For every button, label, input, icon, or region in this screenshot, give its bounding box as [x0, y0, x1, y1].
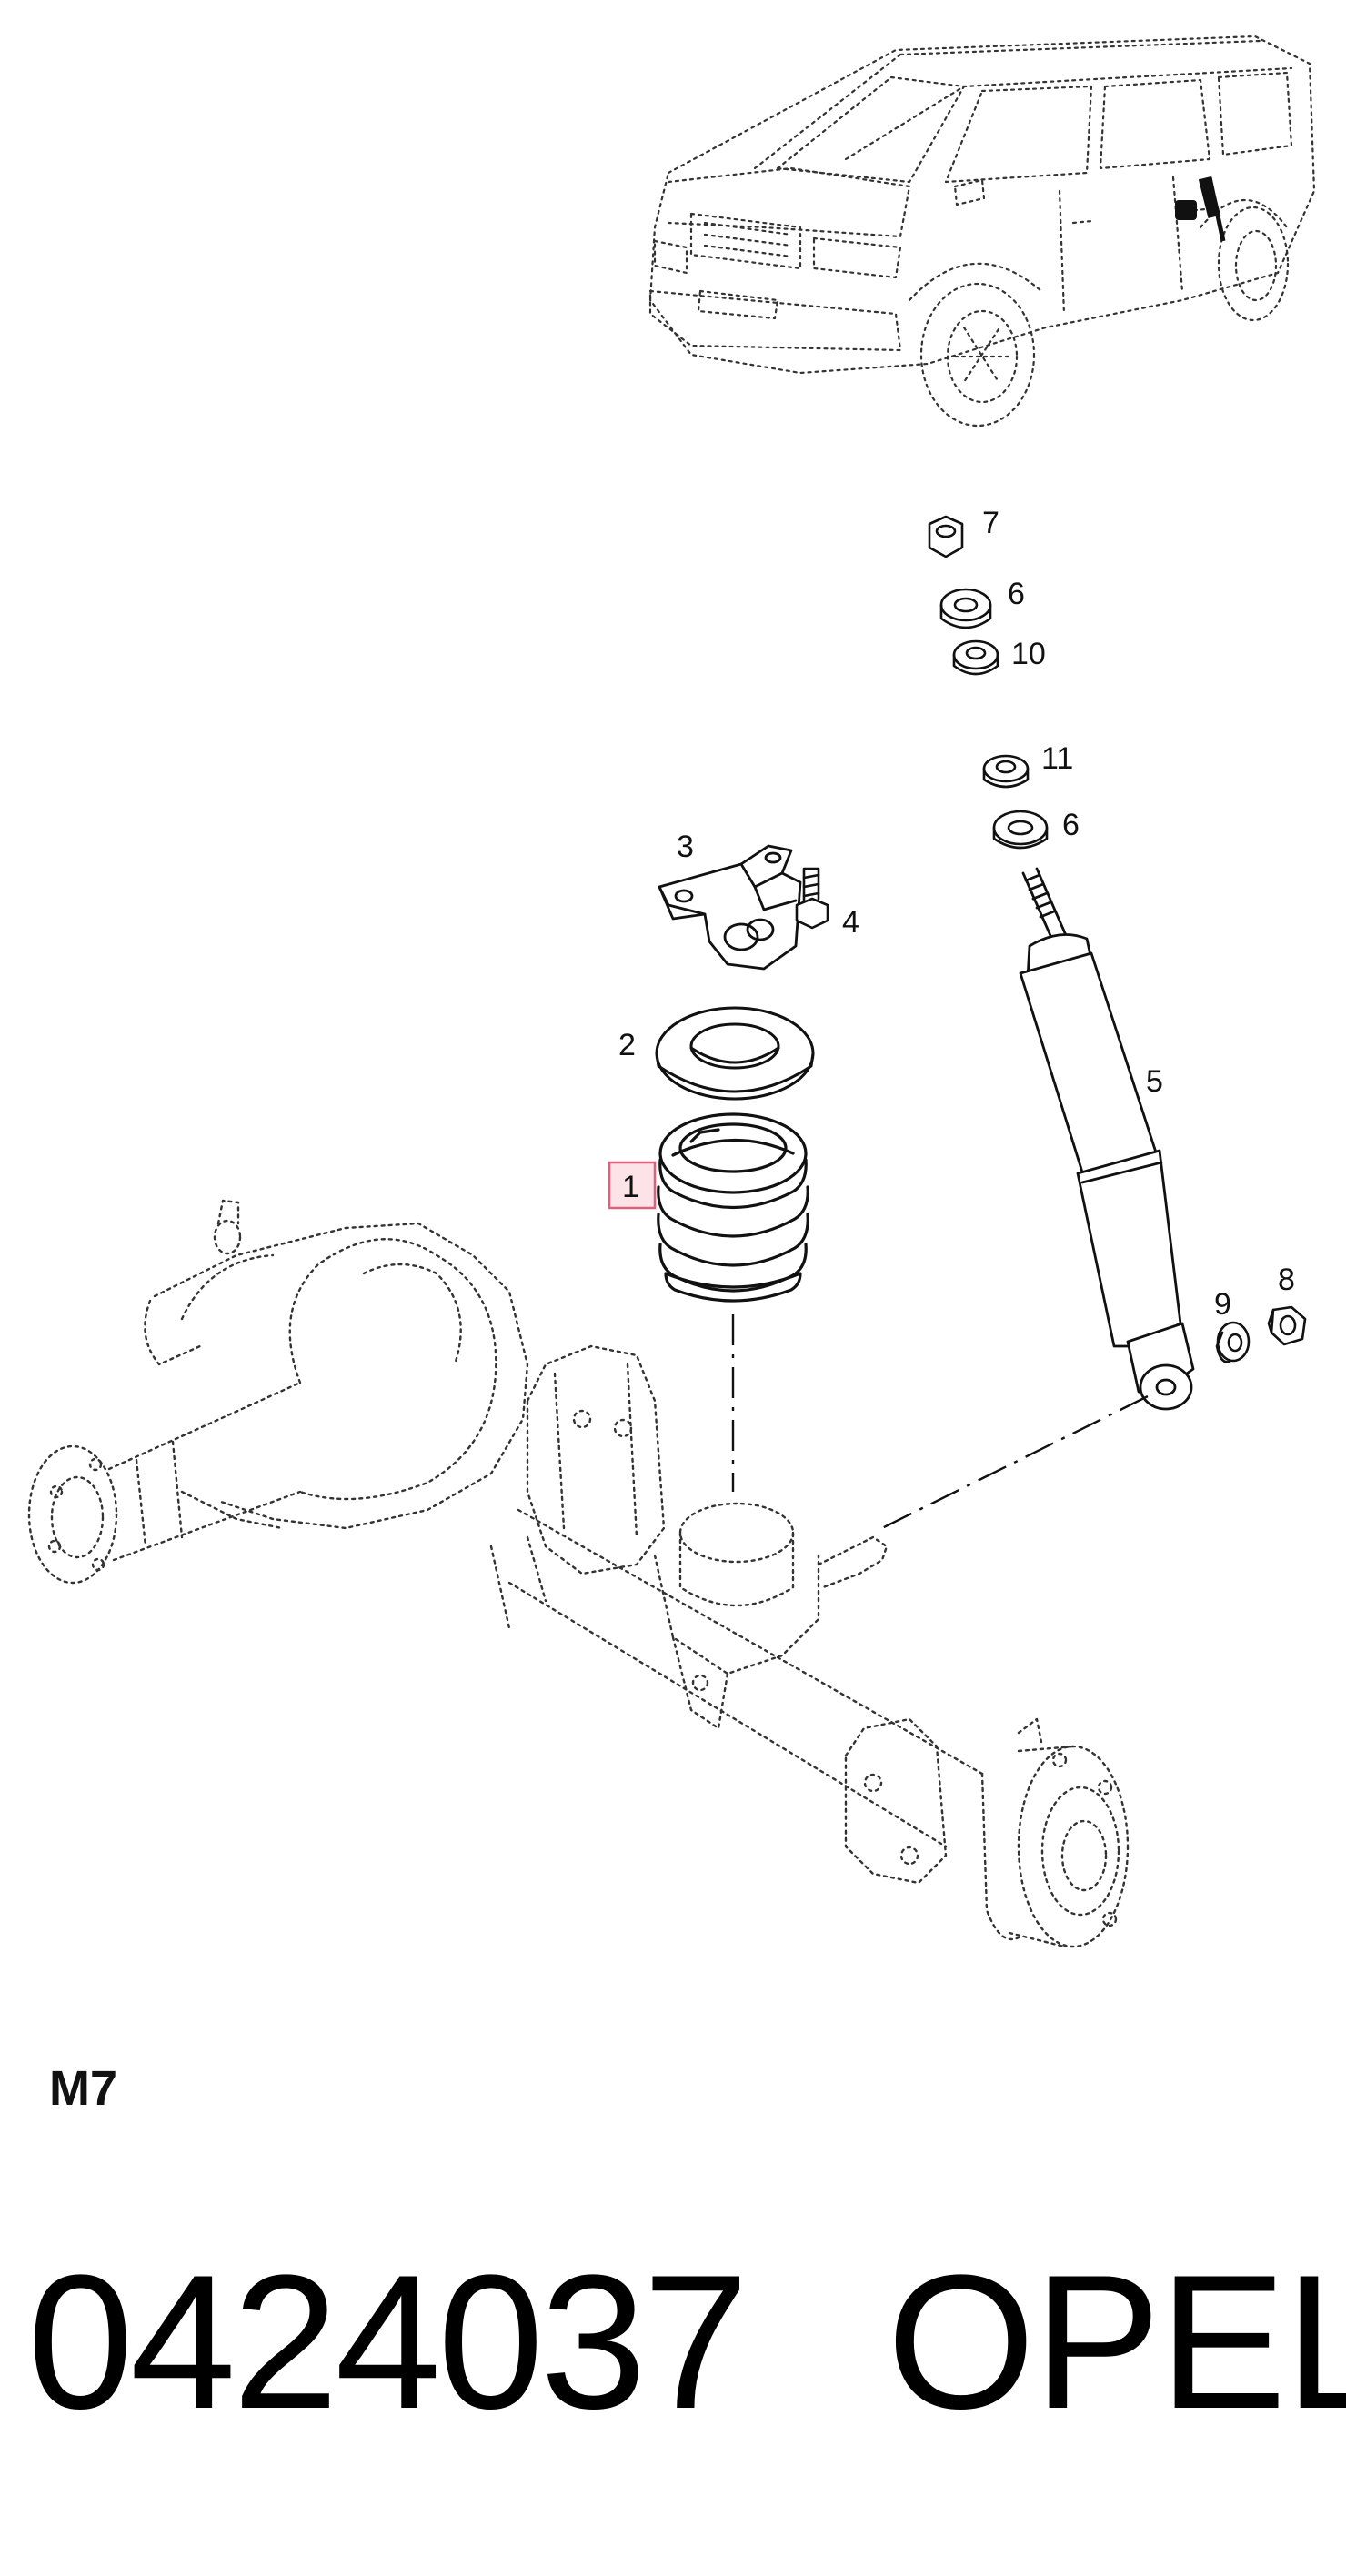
section-code: M7 [49, 2061, 118, 2116]
callout-8[interactable]: 8 [1278, 1263, 1295, 1297]
brand-name: OPEL [887, 2235, 1346, 2449]
rear-axle-illustration [27, 1199, 1130, 1948]
part-number: 0424037 [27, 2235, 749, 2449]
nut-7 [928, 515, 964, 558]
highlight-box [608, 1161, 657, 1210]
bolt-4 [795, 867, 829, 930]
callout-5[interactable]: 5 [1146, 1064, 1163, 1099]
spring-seat-2 [655, 1006, 815, 1101]
callout-4[interactable]: 4 [842, 905, 859, 940]
callout-3[interactable]: 3 [677, 830, 694, 864]
washer-6-upper [939, 588, 992, 629]
callout-6-lower[interactable]: 6 [1062, 808, 1080, 842]
washer-6-lower [992, 810, 1049, 850]
bushing-10 [952, 639, 999, 676]
callout-2[interactable]: 2 [618, 1028, 636, 1062]
nut-8 [1267, 1305, 1307, 1346]
callout-7[interactable]: 7 [982, 506, 999, 540]
bracket-3 [658, 844, 802, 971]
coil-spring-1 [657, 1112, 809, 1303]
callout-9[interactable]: 9 [1214, 1287, 1231, 1322]
callout-10[interactable]: 10 [1011, 637, 1046, 671]
assembly-lines [731, 1314, 1149, 1530]
callout-11[interactable]: 11 [1041, 741, 1073, 776]
shock-absorber [1019, 867, 1195, 1411]
callout-labels: 1 2 3 4 5 6 6 7 8 9 10 11 [618, 506, 1295, 1322]
vehicle-illustration [648, 35, 1316, 428]
callout-6-upper[interactable]: 6 [1008, 577, 1025, 611]
hardware-stack [928, 515, 1049, 850]
callout-1[interactable]: 1 [622, 1170, 639, 1204]
bushing-11 [982, 754, 1030, 789]
washer-9 [1215, 1321, 1251, 1363]
